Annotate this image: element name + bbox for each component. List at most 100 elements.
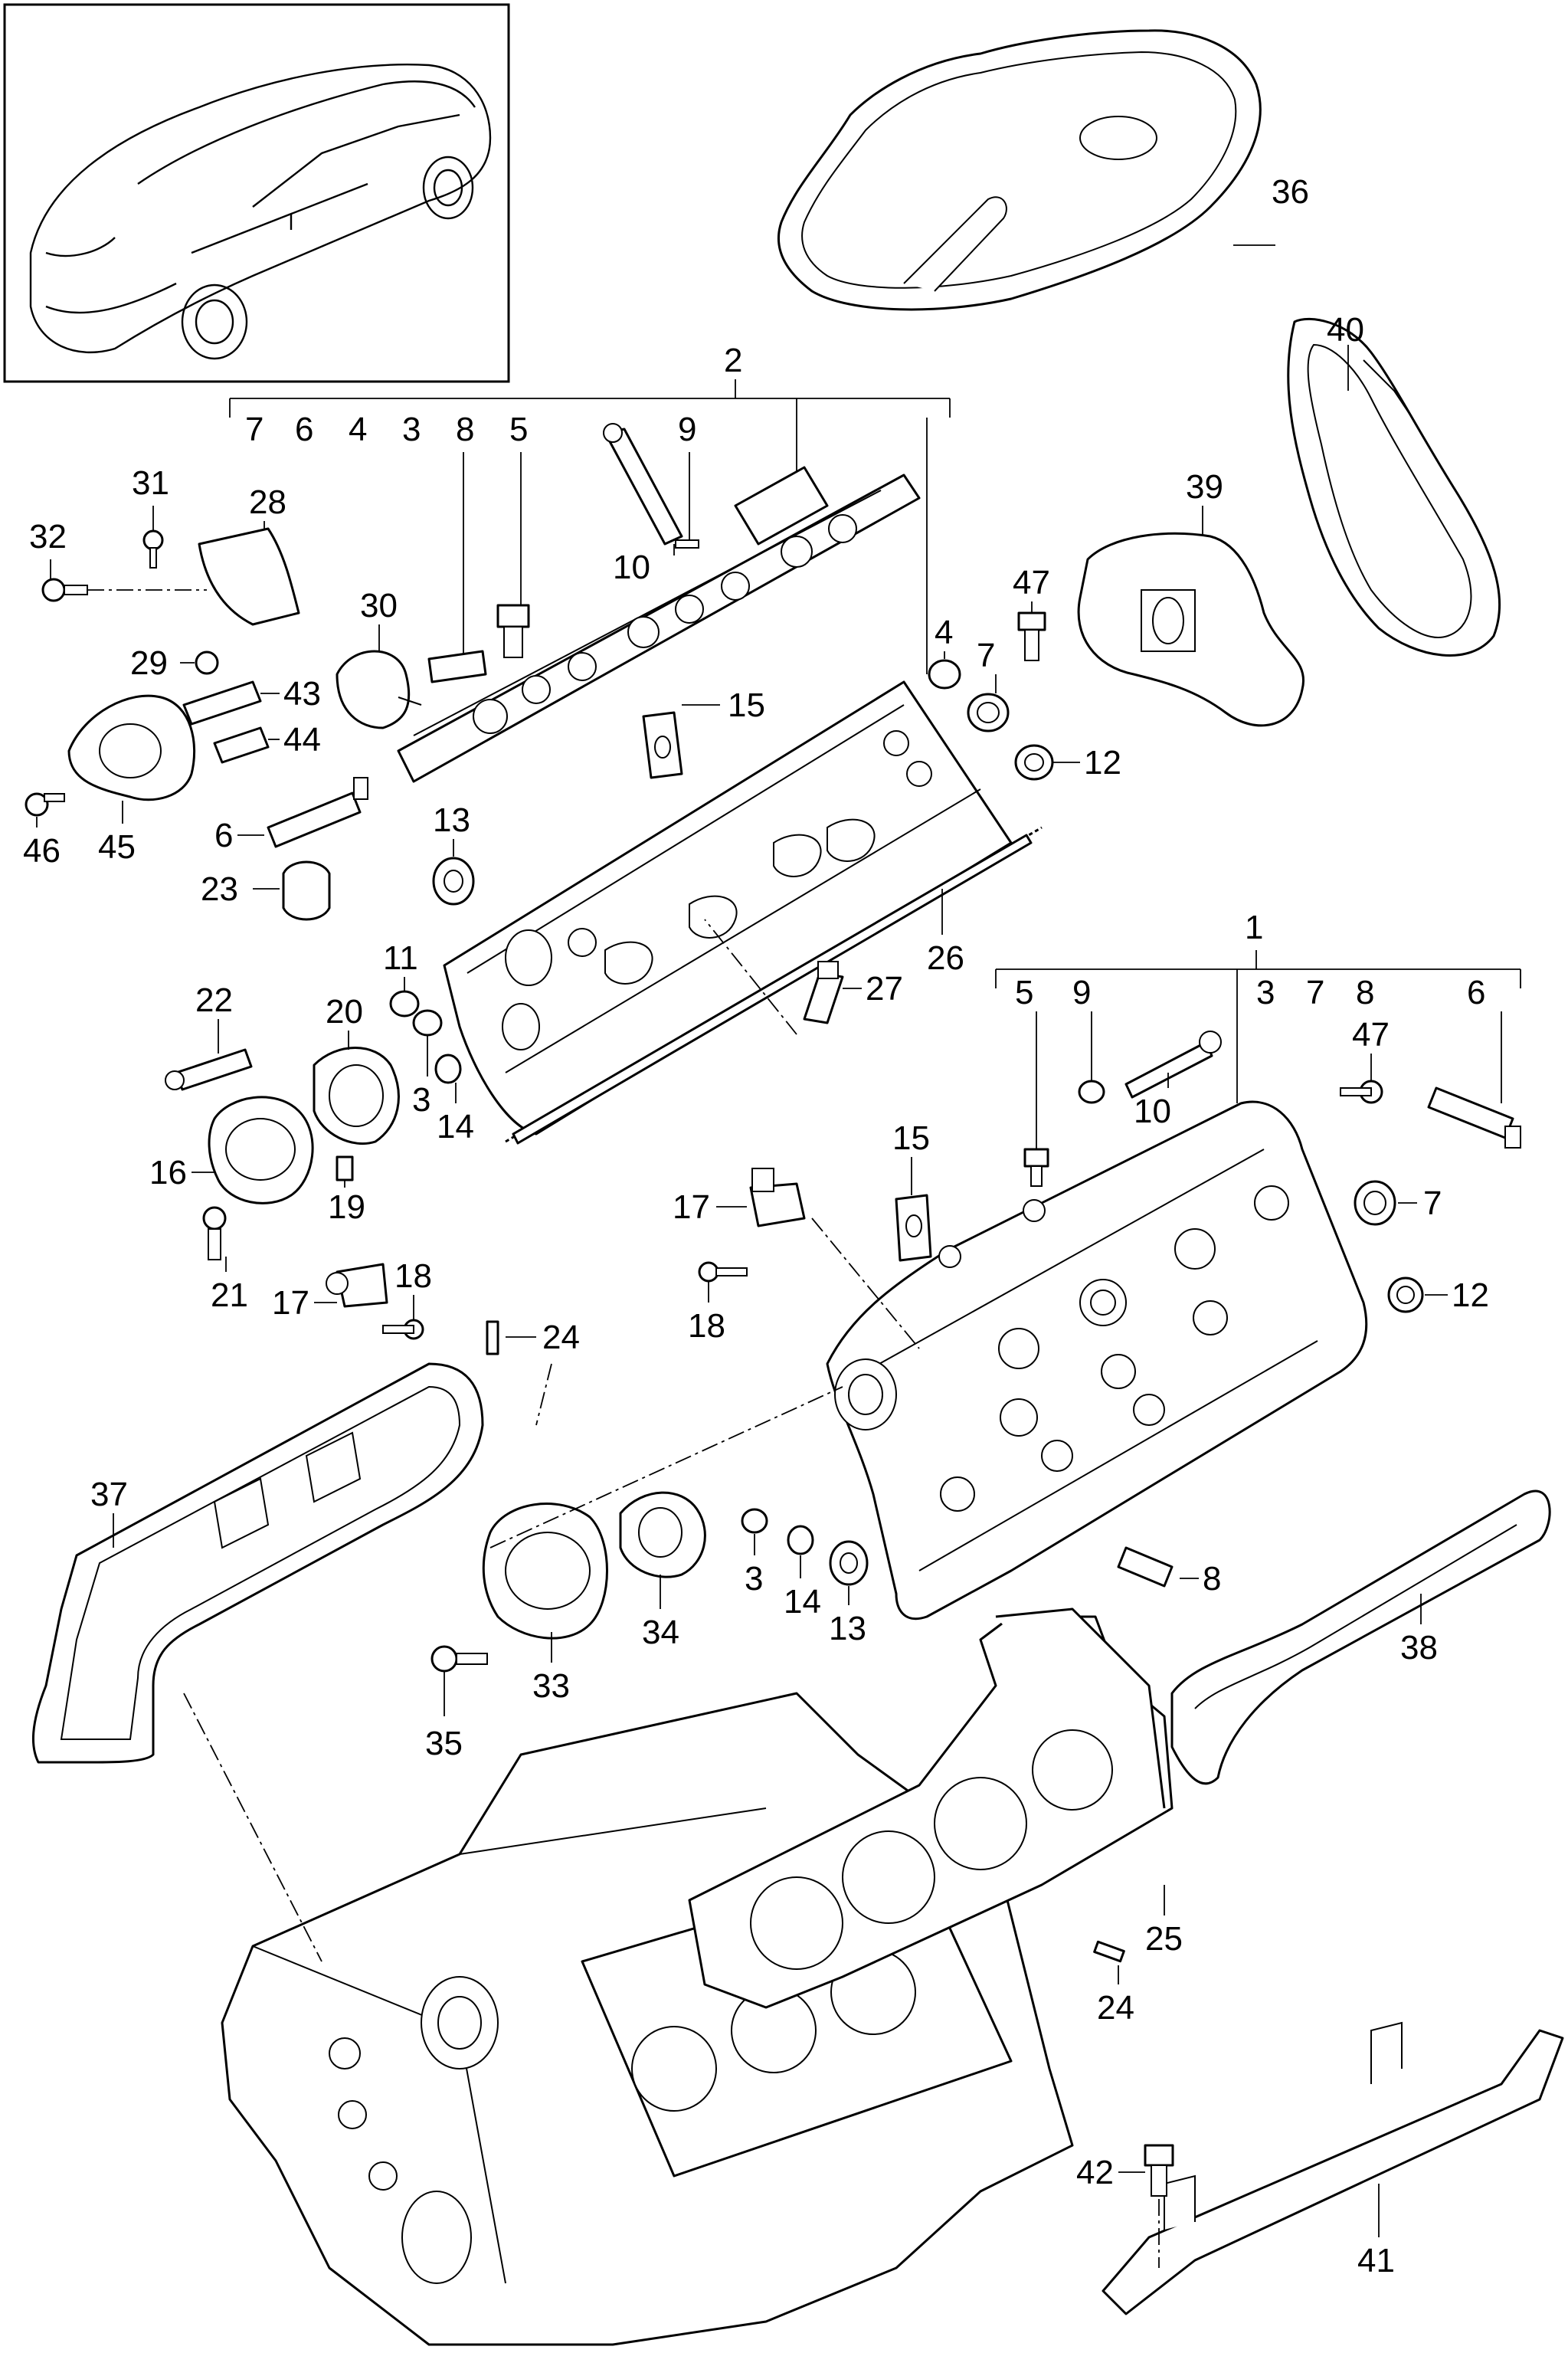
part-15-bracket-upper — [642, 711, 683, 779]
label-g1-5: 5 — [1015, 974, 1033, 1011]
part-21-bolt — [202, 1206, 227, 1260]
label-34: 34 — [642, 1614, 679, 1651]
label-45: 45 — [98, 828, 136, 866]
part-41-chain-guide — [1102, 2021, 1564, 2315]
label-15-upper: 15 — [728, 687, 765, 724]
label-g1-9: 9 — [1072, 974, 1091, 1011]
label-38: 38 — [1400, 1629, 1438, 1666]
part-31-bolt — [142, 529, 164, 569]
label-6-upper: 6 — [214, 817, 233, 854]
part-12-plug-right — [1387, 1276, 1424, 1313]
part-40-gasket — [1287, 317, 1501, 657]
label-7-upper: 7 — [977, 637, 995, 674]
label-8-right: 8 — [1203, 1560, 1221, 1598]
label-21: 21 — [211, 1276, 248, 1314]
part-18-bolt-left — [382, 1319, 424, 1340]
label-g2-9: 9 — [678, 411, 696, 448]
part-16-vacuum-pump — [208, 1096, 314, 1204]
label-18-left: 18 — [394, 1257, 432, 1295]
part-43-sleeve — [182, 680, 262, 726]
label-46: 46 — [23, 832, 61, 870]
label-g2-5: 5 — [509, 411, 528, 448]
part-camshaft-housing-upper — [397, 466, 921, 783]
part-20-gasket — [313, 1047, 400, 1145]
label-36: 36 — [1272, 173, 1309, 211]
part-22-bolt — [165, 1048, 253, 1091]
part-38-gasket — [1170, 1489, 1551, 1785]
label-31: 31 — [132, 464, 169, 502]
part-14-cap-right — [787, 1525, 814, 1555]
part-11-plug — [389, 990, 420, 1018]
label-g1-6: 6 — [1467, 974, 1485, 1011]
part-24-dowel-lower — [1093, 1940, 1125, 1963]
label-g2-8: 8 — [456, 411, 474, 448]
part-3-plug-upper — [412, 1009, 443, 1037]
label-1: 1 — [1245, 909, 1263, 946]
label-29: 29 — [130, 644, 168, 682]
label-10-upper: 10 — [613, 549, 650, 586]
part-34-gasket — [619, 1491, 706, 1578]
label-22: 22 — [195, 982, 233, 1019]
part-45-housing — [67, 694, 196, 801]
label-19: 19 — [328, 1188, 365, 1226]
part-35-bolt — [430, 1645, 488, 1673]
label-27: 27 — [866, 970, 903, 1008]
label-14-right: 14 — [784, 1583, 821, 1621]
part-33-vacuum-pump — [482, 1503, 608, 1640]
part-27-sensor — [803, 961, 844, 1024]
bracket-2 — [229, 379, 951, 674]
label-g2-4: 4 — [349, 411, 367, 448]
label-30: 30 — [360, 587, 398, 624]
label-12-upper: 12 — [1084, 744, 1121, 782]
label-18-right: 18 — [688, 1307, 725, 1345]
label-g1-7: 7 — [1306, 974, 1324, 1011]
part-14-cap-upper — [434, 1054, 462, 1084]
part-24-dowel-upper — [486, 1320, 499, 1355]
part-23-bushing — [282, 860, 331, 921]
label-10-right: 10 — [1134, 1093, 1171, 1130]
label-16: 16 — [149, 1154, 187, 1191]
label-12-right: 12 — [1452, 1276, 1489, 1314]
label-37: 37 — [90, 1476, 128, 1513]
part-28-heat-shield — [198, 527, 300, 626]
label-35: 35 — [425, 1725, 463, 1762]
part-30-seal — [336, 650, 422, 729]
part-12-plug-upper — [1014, 744, 1054, 781]
part-9-washer-right — [1078, 1080, 1105, 1104]
part-8-stud-right — [1117, 1546, 1174, 1588]
part-5-bolt-upper — [496, 604, 530, 658]
part-44-sleeve — [213, 726, 270, 764]
part-7-seal-upper — [967, 693, 1010, 732]
part-17-sensor-right — [749, 1168, 806, 1227]
label-13-upper: 13 — [433, 801, 470, 839]
label-43: 43 — [283, 675, 321, 713]
label-g1-3: 3 — [1256, 974, 1275, 1011]
part-13-seal-right — [829, 1540, 869, 1586]
label-4: 4 — [935, 614, 953, 651]
label-20: 20 — [326, 993, 363, 1031]
part-7-seal-right — [1354, 1180, 1396, 1226]
label-g2-7: 7 — [245, 411, 264, 448]
part-29-nut — [195, 651, 219, 675]
label-2: 2 — [724, 342, 742, 379]
part-26-seal-strip — [512, 834, 1033, 1145]
part-47-bolt-upper — [1017, 611, 1046, 661]
label-41: 41 — [1357, 2242, 1395, 2279]
part-6-sealant-tube-upper — [267, 777, 368, 848]
part-42-bolt — [1144, 2144, 1174, 2197]
label-3-upper: 3 — [412, 1081, 430, 1119]
bracket-1 — [995, 950, 1521, 1103]
part-19-pin — [336, 1155, 354, 1181]
part-cylinder-head-upper — [443, 680, 1043, 1143]
vehicle-thumbnail — [3, 3, 510, 383]
label-17-right: 17 — [673, 1188, 710, 1226]
label-g1-8: 8 — [1356, 974, 1374, 1011]
label-32: 32 — [29, 518, 67, 555]
label-28: 28 — [249, 483, 286, 521]
part-17-sensor-left — [326, 1263, 388, 1308]
label-47-upper: 47 — [1013, 564, 1050, 601]
part-5-bolt-right — [1023, 1148, 1049, 1187]
label-g2-6: 6 — [295, 411, 313, 448]
label-26: 26 — [927, 939, 964, 977]
